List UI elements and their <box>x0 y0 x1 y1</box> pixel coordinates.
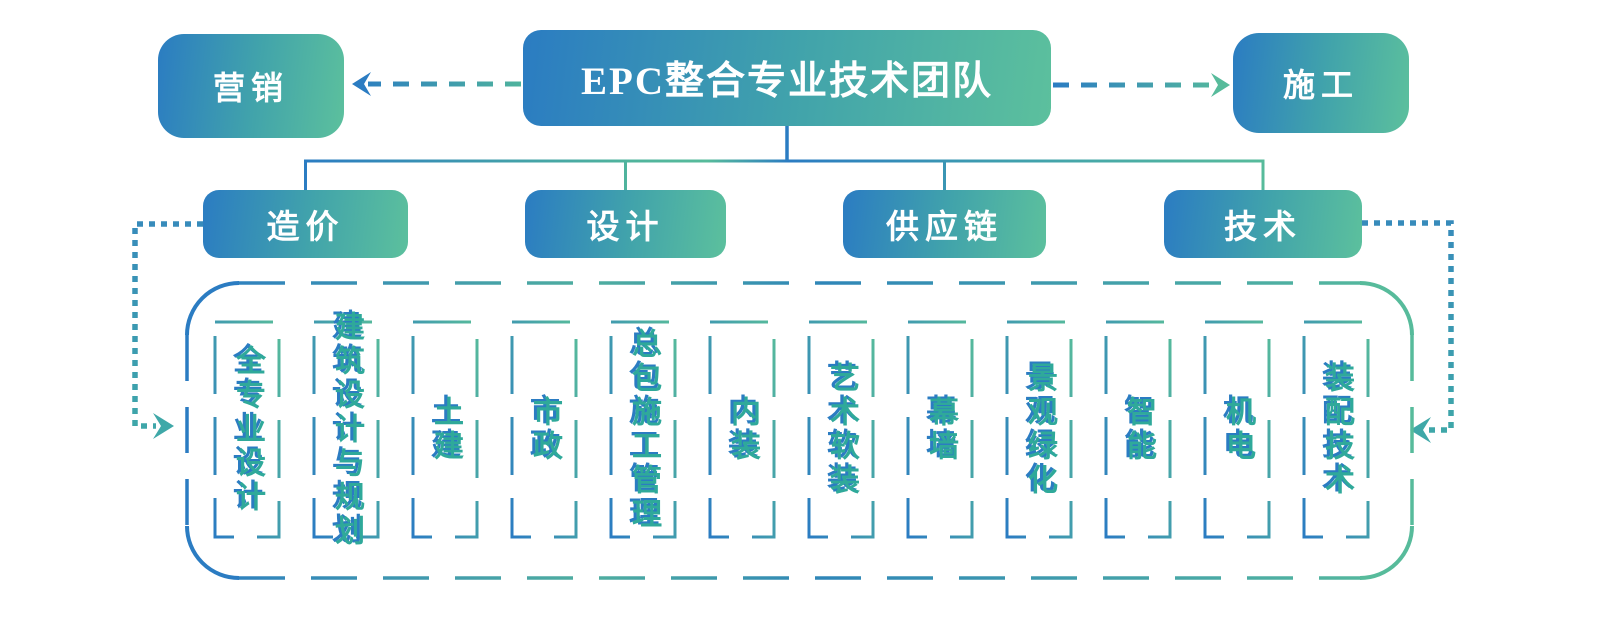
specialty-intelligent: 智能 <box>1106 322 1170 537</box>
specialty-label: 景观绿化 <box>1023 361 1056 498</box>
specialty-general-contracting-management: 总包施工管理 <box>611 322 675 537</box>
specialty-curtain-wall: 幕墙 <box>908 322 972 537</box>
dotted-arrow-left-head <box>153 413 174 439</box>
specialty-landscape-greening: 景观绿化 <box>1007 322 1071 537</box>
specialty-label: 市政 <box>528 395 561 464</box>
specialty-civil-construction: 土建 <box>413 322 477 537</box>
specialty-label: 智能 <box>1122 395 1155 464</box>
specialty-label: 幕墙 <box>924 395 957 464</box>
specialty-label: 机电 <box>1221 395 1254 464</box>
specialty-item-borders <box>213 320 1370 539</box>
dotted-arrow-right-head <box>1410 417 1431 443</box>
specialty-interior: 内装 <box>710 322 774 537</box>
specialty-label: 建筑设计与规划 <box>330 310 363 549</box>
specialties-container-border <box>185 281 1414 580</box>
node-cost: 造价 <box>203 190 408 258</box>
node-supply-chain: 供应链 <box>843 190 1046 258</box>
node-marketing: 营销 <box>158 34 344 138</box>
dotted-arrow-right-line <box>1362 220 1454 433</box>
node-technology: 技术 <box>1164 190 1362 258</box>
specialty-architectural-design-planning: 建筑设计与规划 <box>314 311 378 549</box>
arrow-to-construction-head <box>1211 73 1230 97</box>
specialty-assembly-technology: 装配技术 <box>1304 322 1368 537</box>
specialty-label: 艺术软装 <box>825 361 858 498</box>
specialty-art-soft-furnishing: 艺术软装 <box>809 322 873 537</box>
node-design: 设计 <box>525 190 726 258</box>
specialty-label: 土建 <box>429 395 462 464</box>
specialty-label: 总包施工管理 <box>627 327 660 532</box>
arrow-to-marketing-head <box>352 72 371 96</box>
connector-branch-tree <box>304 159 1265 190</box>
specialty-label: 装配技术 <box>1320 361 1353 498</box>
container-corner-top-left <box>185 281 240 336</box>
container-corner-bottom-left <box>185 525 240 580</box>
specialty-label: 内装 <box>726 395 759 464</box>
node-construction: 施工 <box>1233 33 1409 133</box>
specialty-mechanical-electrical: 机电 <box>1205 322 1269 537</box>
dotted-arrow-left-line <box>132 221 203 429</box>
container-corner-bottom-right <box>1359 525 1414 580</box>
specialty-municipal: 市政 <box>512 322 576 537</box>
container-corner-top-right <box>1359 281 1414 336</box>
specialty-full-discipline-design: 全专业设计 <box>215 322 279 537</box>
node-epc-team-title: EPC整合专业技术团队 <box>523 30 1051 126</box>
specialty-label: 全专业设计 <box>231 344 264 515</box>
